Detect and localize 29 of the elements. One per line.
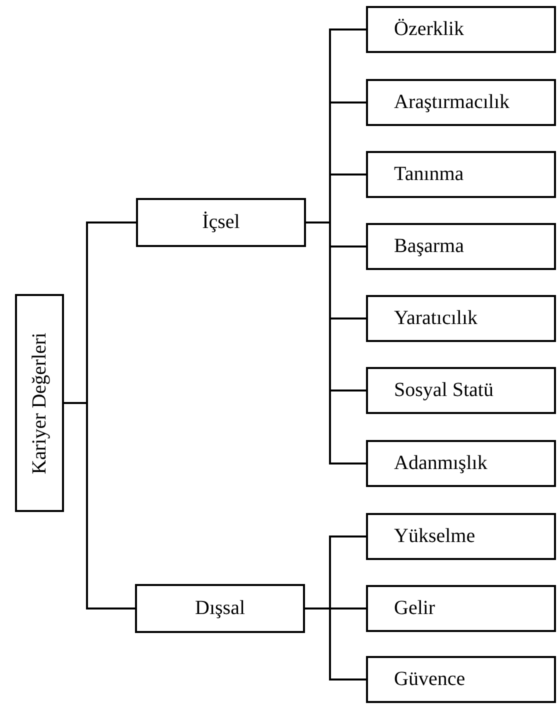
category-label: Kariyer Değerleri: [28, 332, 51, 474]
category-box: [366, 513, 556, 560]
category-label: Yaratıcılık: [394, 307, 478, 330]
category-label: Tanınma: [394, 163, 464, 186]
category-label: Araştırmacılık: [394, 91, 510, 114]
category-box: [135, 584, 305, 633]
category-box: [366, 223, 556, 270]
category-box: [366, 656, 556, 703]
category-label: Güvence: [394, 668, 466, 691]
category-box: [366, 585, 556, 632]
category-box: [366, 151, 556, 198]
category-label: Başarma: [394, 235, 464, 258]
connector-line: [305, 608, 366, 680]
category-box: [366, 367, 556, 414]
category-box: [15, 294, 64, 512]
connector-line: [306, 222, 366, 464]
connector-line: [64, 402, 135, 610]
category-label: Sosyal Statü: [394, 379, 494, 402]
category-label: Adanmışlık: [394, 452, 488, 475]
category-label: Yükselme: [394, 525, 476, 548]
category-label: Dışsal: [195, 597, 245, 620]
category-box: [366, 295, 556, 342]
category-label: Gelir: [394, 597, 436, 620]
category-box: [366, 79, 556, 126]
category-box: [366, 440, 556, 487]
category-label: Özerklik: [394, 18, 464, 41]
category-box: [366, 6, 556, 53]
category-box: [136, 198, 306, 247]
category-label: İçsel: [202, 211, 240, 234]
